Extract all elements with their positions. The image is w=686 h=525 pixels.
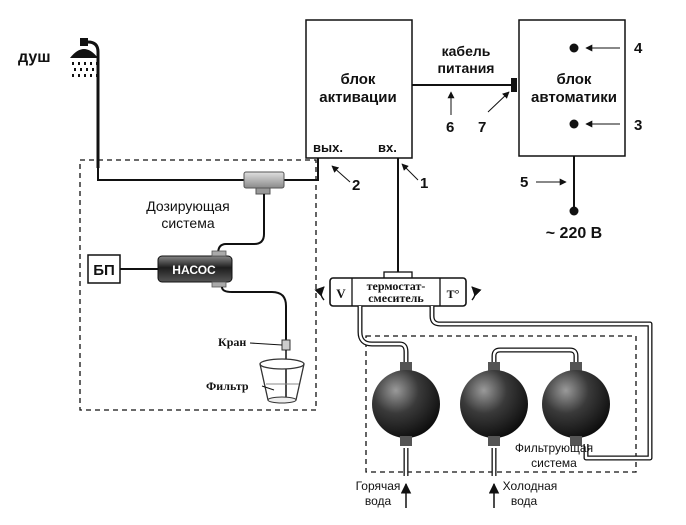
automation-unit-line2: автоматики [531, 89, 617, 106]
shower-pipe [97, 158, 319, 181]
callout-6: 6 [446, 119, 454, 136]
activation-in-label: вх. [378, 140, 397, 155]
filter-system-line2: система [531, 456, 577, 470]
thermostat-v-label: V [336, 286, 346, 301]
callout-7: 7 [478, 119, 486, 136]
activation-out-label: вых. [313, 140, 343, 155]
automation-indicator-top [569, 43, 579, 53]
thermostat-rotate-right-icon [471, 286, 482, 301]
automation-indicator-bottom [569, 119, 579, 129]
callout-1-arrow [401, 163, 419, 181]
filter-glass [259, 358, 305, 404]
callout-2: 2 [352, 177, 360, 194]
thermostat-line1: термостат- [367, 279, 426, 293]
dosing-tube-lower [221, 286, 287, 342]
callout-4: 4 [634, 40, 643, 57]
shower-label: душ [18, 49, 51, 66]
filter-tubes [357, 306, 653, 476]
hot-water-line2: вода [365, 494, 392, 508]
shower-icon [70, 38, 100, 168]
automation-unit-line1: блок [557, 71, 592, 88]
callout-1: 1 [420, 175, 428, 192]
activation-unit-line1: блок [341, 71, 376, 88]
hot-water-line1: Горячая [356, 479, 401, 493]
power-cable-line1: кабель [442, 43, 491, 59]
cable-connector [511, 78, 517, 92]
pump [157, 250, 233, 288]
filter-system-line1: Фильтрующая [515, 441, 593, 455]
dosing-label-line2: система [161, 215, 214, 231]
automation-unit-box [518, 19, 626, 157]
dosing-tube-upper [217, 194, 265, 255]
tap-valve [281, 339, 291, 351]
thermostat-mixer [329, 277, 467, 307]
callout-2-arrow [331, 165, 351, 183]
callout-7-arrow [487, 91, 510, 113]
tee-connector [243, 171, 285, 195]
tap-pointer [249, 342, 283, 346]
filter-system-box [365, 335, 637, 473]
filter-flask-3 [542, 362, 610, 446]
activation-unit-line2: активации [319, 89, 396, 106]
callout-3: 3 [634, 117, 642, 134]
thermostat-t-label: T° [447, 287, 460, 301]
mains-terminal [569, 206, 579, 216]
filter-flask-1 [372, 362, 440, 446]
power-cable-line2: питания [438, 60, 495, 76]
thermostat-line2: смеситель [368, 291, 424, 305]
thermostat-rotate-left-icon [314, 286, 325, 301]
tap-label: Кран [218, 335, 246, 349]
cold-water-line1: Холодная [503, 479, 558, 493]
filter-flask-2 [460, 362, 528, 446]
activation-unit-box [305, 19, 413, 159]
filter-label: Фильтр [206, 379, 249, 393]
psu-label: БП [93, 262, 115, 279]
filter-pointer [261, 385, 275, 391]
pump-label: НАСОС [172, 263, 216, 277]
psu-box [87, 254, 121, 284]
mains-label: ~ 220 В [546, 225, 602, 242]
callout-5: 5 [520, 174, 528, 191]
dosing-system-box [79, 159, 317, 411]
cold-water-line2: вода [511, 494, 538, 508]
dosing-label-line1: Дозирующая [146, 198, 230, 214]
